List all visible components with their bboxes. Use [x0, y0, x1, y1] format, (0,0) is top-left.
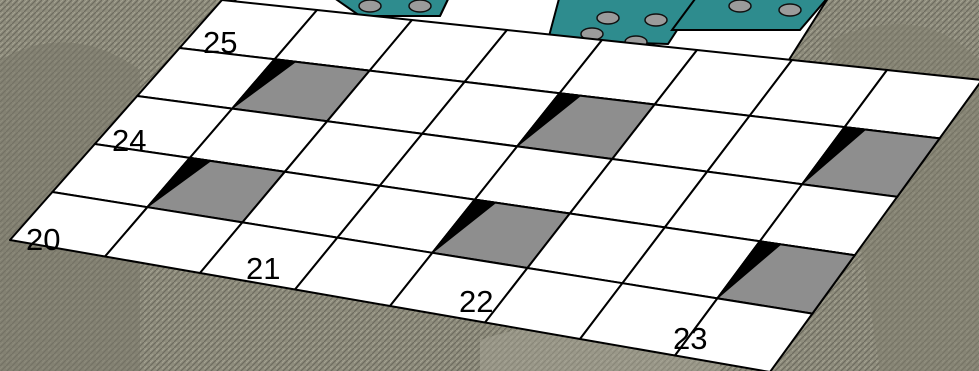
- space-label-24: 24: [112, 123, 146, 158]
- die-pip: [359, 0, 381, 12]
- space-label-22: 22: [459, 284, 493, 319]
- space-label-20: 20: [26, 222, 60, 257]
- space-label-25: 25: [203, 25, 237, 60]
- die-pip: [409, 0, 431, 12]
- die-pip: [729, 0, 751, 12]
- space-label-23: 23: [673, 321, 707, 356]
- die-pip: [645, 14, 667, 26]
- die-pip: [779, 4, 801, 16]
- space-label-21: 21: [246, 251, 280, 286]
- die-pip: [597, 12, 619, 24]
